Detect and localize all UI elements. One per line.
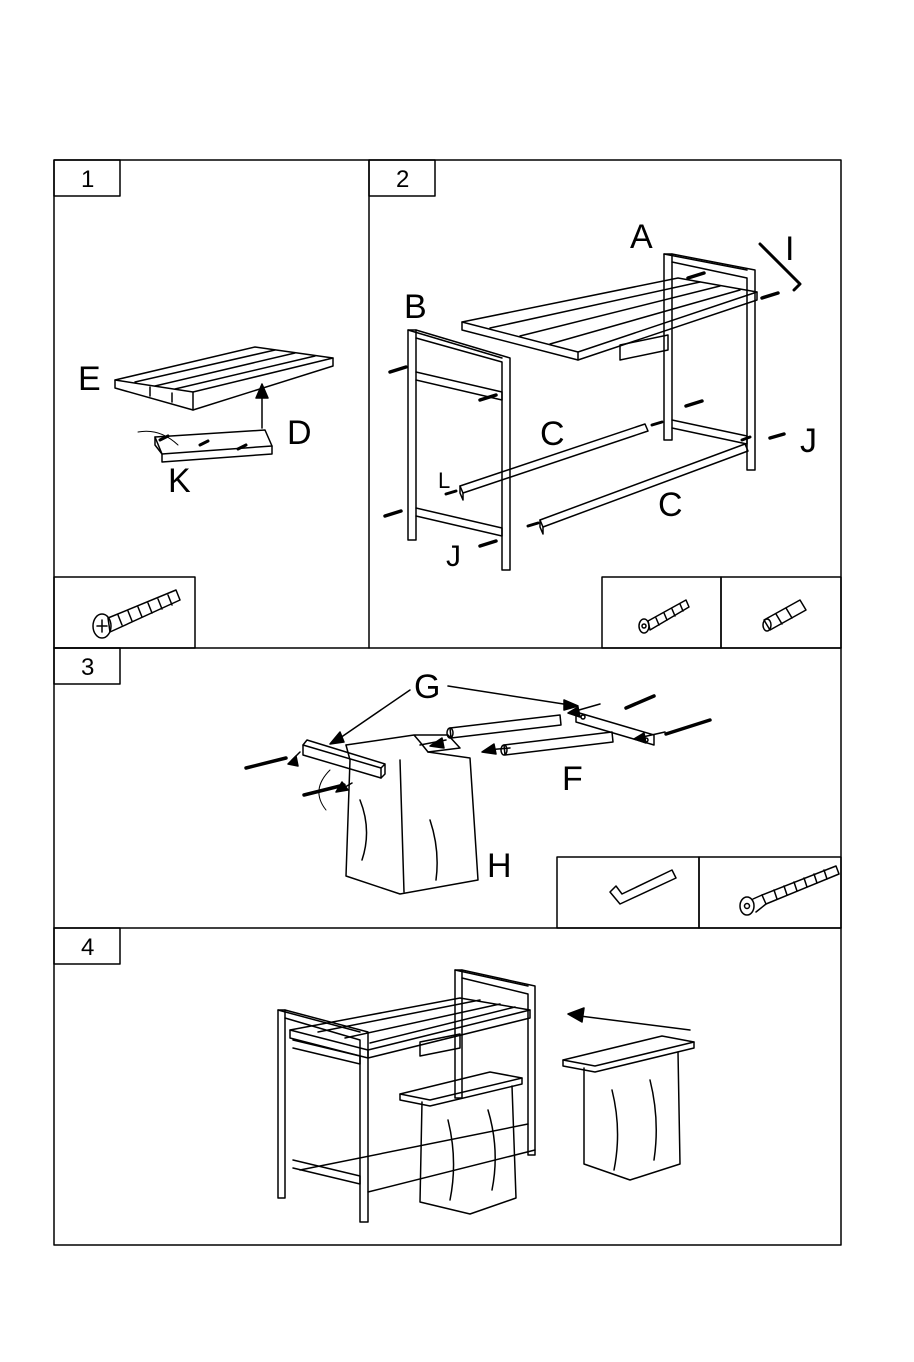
step-1-tab: 1 [54,160,120,196]
step-1-seat-panel-E [115,347,333,410]
step-3-number: 3 [81,654,94,681]
wooden-dowel-icon [763,600,806,631]
label-E: E [78,360,101,398]
step-1-arrowhead [256,384,268,398]
step-2-tab: 2 [369,160,435,196]
step-3-hardware-box-key [557,857,699,928]
label-L: L [438,468,450,493]
step-3-screws [246,696,710,795]
step-3-rail-G-left [303,740,385,778]
label-F: F [562,760,583,798]
step-3-arrows [288,686,665,810]
label-B: B [404,288,427,326]
label-J-bottom: J [446,540,461,573]
step-4-arrowhead [568,1008,584,1022]
step-2-hardware-box-dowel [721,577,841,648]
step-2-screws-J [385,273,784,546]
label-C-lower: C [658,486,683,524]
label-A: A [630,218,653,256]
step-3-tab: 3 [54,648,120,684]
label-D: D [287,414,312,452]
allen-key-icon [610,870,676,904]
step-4-bag-sliding-in [563,1036,694,1180]
label-C-upper: C [540,415,565,453]
label-K: K [168,462,191,500]
hex-socket-screw-icon [639,600,689,633]
step-2-seat-assembly-A [462,254,757,470]
step-4-arrow [580,1016,690,1030]
label-G: G [414,668,440,706]
hex-socket-bolt-icon [740,866,839,915]
label-I: I [785,230,794,268]
label-H: H [487,847,512,885]
step-2-end-frame-B [408,330,510,570]
step-4-tab: 4 [54,928,120,964]
step-1-number: 1 [81,166,94,193]
step-1-support-rail-D [155,430,272,462]
label-J-right: J [800,422,817,460]
step-1-hardware-box [54,577,195,648]
step-2-dowels-L [446,422,750,526]
step-3-rods-F [447,715,613,755]
step-4-bag-installed [400,1072,522,1214]
step-2-number: 2 [396,166,409,193]
phillips-wood-screw-icon [93,590,180,638]
step-4-number: 4 [81,934,94,961]
step-2-hardware-box-screw [602,577,721,648]
